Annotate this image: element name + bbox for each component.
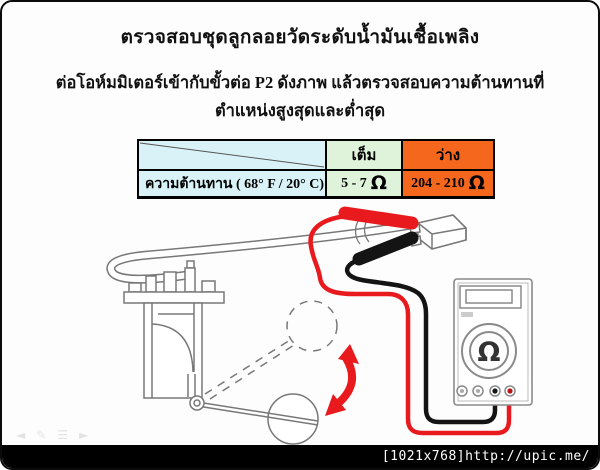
column-header-empty: ว่าง <box>403 141 493 169</box>
empty-range: 204 - 210 <box>411 175 465 191</box>
resistance-table: เต็ม ว่าง ความต้านทาน ( 68° F / 20° C) 5… <box>137 139 495 199</box>
ohm-symbol: Ω <box>478 337 501 368</box>
black-alligator-clip <box>352 231 419 266</box>
meter-buttons <box>461 312 473 317</box>
ohm-unit: Ω <box>370 172 387 194</box>
black-test-lead <box>345 231 498 425</box>
column-header-full: เต็ม <box>327 141 401 169</box>
red-test-lead <box>308 206 512 436</box>
subtitle-line2: ตำแหน่งสูงสุดและต่ำสุด <box>214 101 386 120</box>
table-corner-cell <box>139 141 325 169</box>
value-empty: 204 - 210 Ω <box>403 171 493 196</box>
page-title: ตรวจสอบชุดลูกลอยวัดระดับน้ำมันเชื้อเพลิง <box>120 27 480 48</box>
corner-diagonal-line <box>139 142 325 168</box>
value-full: 5 - 7 Ω <box>327 171 401 196</box>
meter-jacks <box>456 385 516 397</box>
sender-flange <box>123 291 225 304</box>
fuel-sender-drawing <box>123 260 338 445</box>
menu-icon[interactable]: ☰ <box>57 428 69 442</box>
red-alligator-clip <box>338 206 419 230</box>
float-arm <box>190 400 319 422</box>
sender-body <box>143 302 203 399</box>
harness-tube <box>106 219 416 284</box>
watermark-text: [1021x768]http://upic.me/ <box>381 449 590 464</box>
previous-slide-icon[interactable]: ◄ <box>16 428 26 442</box>
float-alt-position <box>204 300 338 400</box>
connector-p2 <box>409 214 467 250</box>
footer-bar: [1021x768]http://upic.me/ <box>2 445 598 468</box>
slideshow-controls: ◄ ✎ ☰ ► <box>16 428 88 442</box>
subtitle-line1: ต่อโอห์มมิเตอร์เข้ากับขั้วต่อ P2 ดังภาพ … <box>55 73 545 92</box>
float <box>267 393 319 445</box>
meter-dial <box>461 323 517 379</box>
ohm-unit: Ω <box>468 172 485 194</box>
next-slide-icon[interactable]: ► <box>79 428 89 442</box>
pen-icon[interactable]: ✎ <box>36 428 47 442</box>
ohmmeter: Ω <box>453 278 533 406</box>
full-range: 5 - 7 <box>341 175 367 191</box>
motion-arrow <box>325 344 359 416</box>
row-label-resistance: ความต้านทาน ( 68° F / 20° C) <box>139 171 325 196</box>
